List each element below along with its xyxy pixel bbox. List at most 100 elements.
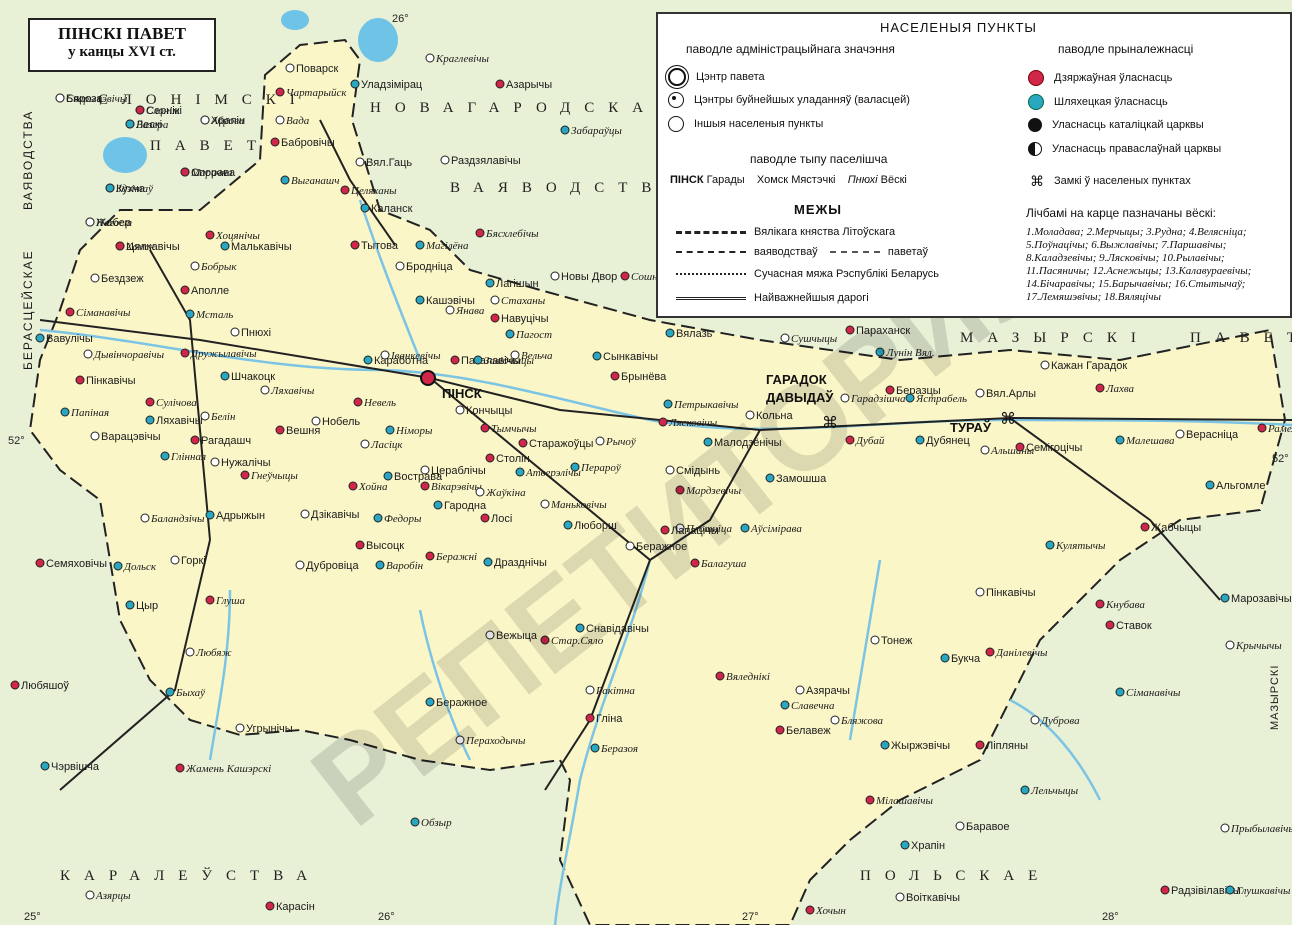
settlement-marker <box>113 561 123 571</box>
settlement-marker <box>355 157 365 167</box>
settlement-label: Глінная <box>170 451 206 463</box>
settlement-marker <box>480 513 490 523</box>
legend-admin-volost: Цэнтры буйнейшых уладанняў (валасцей) <box>668 92 910 108</box>
settlement-marker <box>1115 435 1125 445</box>
settlement-marker <box>975 388 985 398</box>
settlement-label: Пінкавічы <box>86 375 136 387</box>
settlement-label: Гнеўчыцы <box>250 470 298 482</box>
settlement-label: Вельча <box>521 350 553 362</box>
settlement-label: Іванкевічы <box>390 350 441 362</box>
pinsk-povet-area <box>28 38 1287 925</box>
settlement-label: Хоцянічы <box>215 230 260 242</box>
settlement-marker <box>230 327 240 337</box>
settlement-label: Магілёна <box>425 240 469 252</box>
settlement-label: Аполле <box>191 285 229 297</box>
settlement-label: Ставок <box>1116 620 1152 632</box>
orthodox-church-icon <box>1028 142 1042 156</box>
settlement-marker <box>1140 522 1150 532</box>
settlement-marker <box>880 740 890 750</box>
settlement-marker <box>775 725 785 735</box>
settlement-label: Радзівілавічы <box>1171 885 1241 897</box>
coord-27-bottom: 27° <box>742 911 759 923</box>
coord-52-right: 52° <box>1272 453 1289 465</box>
settlement-marker <box>420 481 430 491</box>
settlement-label: Бродніца <box>406 261 453 273</box>
settlement-label: Дразднічы <box>494 557 547 569</box>
settlement-label: Стар.Сяло <box>551 635 604 647</box>
settlement-label: Сварыцэвічы <box>66 93 128 105</box>
map-title-line1: ПІНСКІ ПАВЕТ <box>57 24 187 43</box>
settlement-label: Баландзічы <box>150 513 205 525</box>
settlement-label: Мілашавічы <box>875 795 934 807</box>
settlement-marker <box>425 551 435 561</box>
settlement-label: Брынёва <box>621 371 667 383</box>
settlement-label: Семігоцічы <box>1026 442 1082 454</box>
settlement-label: Папіная <box>70 407 109 419</box>
catholic-church-icon <box>1028 118 1042 132</box>
settlement-label: Вострава <box>394 471 443 483</box>
legend-type-samples: ПІНСК Гарады Хомск Мястэчкі Пнюхі Вёскі <box>670 174 907 186</box>
settlement-marker <box>353 397 363 407</box>
settlement-label: Лагішын <box>496 278 539 290</box>
settlement-marker <box>765 473 775 483</box>
settlement-marker <box>475 228 485 238</box>
settlement-marker <box>200 411 210 421</box>
settlement-marker <box>90 431 100 441</box>
settlement-label: Бездзеж <box>101 273 144 285</box>
settlement-marker <box>115 241 125 251</box>
settlement-marker <box>240 470 250 480</box>
town-haradok: ГАРАДОК <box>766 372 827 387</box>
volost-center-icon <box>668 92 684 108</box>
settlement-label: Вяледнікі <box>726 671 770 683</box>
legend-noble: Шляхецкая ўласнасць <box>1028 94 1168 110</box>
settlement-marker <box>450 355 460 365</box>
settlement-label: Лапацічы <box>671 525 719 537</box>
settlement-marker <box>410 817 420 827</box>
settlement-marker <box>665 328 675 338</box>
settlement-label: Беражное <box>636 541 687 553</box>
settlement-marker <box>830 715 840 725</box>
settlement-label: Жамень Кашэрскі <box>185 763 271 775</box>
settlement-marker <box>260 385 270 395</box>
settlement-label: Ліпляны <box>986 740 1028 752</box>
settlement-marker <box>955 821 965 831</box>
settlement-label: Кухча <box>116 183 146 195</box>
settlement-label: Поварск <box>296 63 338 75</box>
state-property-icon <box>1028 70 1044 86</box>
settlement-label: Пінкавічы <box>986 587 1036 599</box>
settlement-label: Сынкавічы <box>603 351 658 363</box>
settlement-label: Пагост <box>515 329 552 341</box>
settlement-label: Параханск <box>856 325 910 337</box>
settlement-marker <box>1105 620 1115 630</box>
region-slonim-pavet: ПАВЕТ <box>150 138 270 154</box>
castle-icon: ⌘ <box>1000 411 1016 428</box>
town-turau: ТУРАЎ <box>950 420 992 435</box>
settlement-label: Ляхавічы <box>156 415 203 427</box>
settlement-marker <box>125 600 135 610</box>
settlement-marker <box>160 451 170 461</box>
settlement-label: Марачна <box>190 167 233 179</box>
settlement-marker <box>60 407 70 417</box>
settlement-label: Дывінчоравічы <box>93 349 165 361</box>
settlement-label: Цераблічы <box>431 465 486 477</box>
settlement-marker <box>235 723 245 733</box>
region-mazyr-pavet: ПАВЕТ <box>1190 330 1292 346</box>
settlement-marker <box>505 329 515 339</box>
region-karaleustva: КАРАЛЕЎСТВА <box>60 867 321 884</box>
settlement-label: Лясковічы <box>668 417 718 429</box>
settlement-marker <box>915 435 925 445</box>
legend-border-voiv: ваяводстваў паветаў <box>676 246 928 258</box>
settlement-marker <box>440 155 450 165</box>
settlement-marker <box>85 890 95 900</box>
legend-header: НАСЕЛЕНЫЯ ПУНКТЫ <box>880 20 1037 35</box>
settlement-label: Янава <box>455 305 485 317</box>
settlement-marker <box>395 261 405 271</box>
settlement-label: Столін <box>496 453 530 465</box>
coord-52-left: 52° <box>8 435 25 447</box>
settlement-label: Сулічова <box>156 397 197 409</box>
settlement-marker <box>845 435 855 445</box>
settlement-marker <box>1040 360 1050 370</box>
coord-26-bottom: 26° <box>378 911 395 923</box>
pavet-center-icon <box>668 68 686 86</box>
settlement-label: Нобель <box>322 416 360 428</box>
